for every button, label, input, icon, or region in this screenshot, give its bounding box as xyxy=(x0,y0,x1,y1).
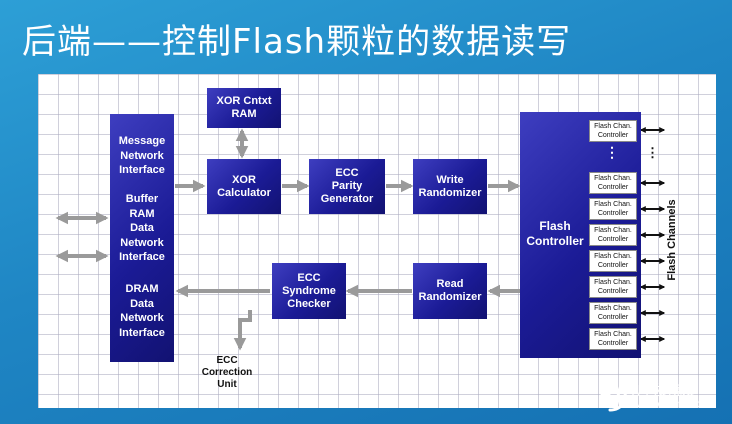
flash-channel-controller: Flash Chan. Controller xyxy=(589,328,637,350)
slide-title: 后端——控制Flash颗粒的数据读写 xyxy=(22,22,572,62)
flash-channel-controller: Flash Chan. Controller xyxy=(589,302,637,324)
flash-channel-controller: Flash Chan. Controller xyxy=(589,198,637,220)
flash-channels-label: Flash Channels xyxy=(666,199,678,281)
flash-channels-side-ellipsis: ⋮ xyxy=(646,145,659,160)
flash-channel-controller: Flash Chan. Controller xyxy=(589,276,637,298)
xor-context-ram-block: XOR Cntxt RAM xyxy=(207,88,281,128)
flash-controller-label: Flash Controller xyxy=(526,219,584,248)
watermark-url: www.elecfans.com xyxy=(626,399,709,410)
flash-channel-controller: Flash Chan. Controller xyxy=(589,224,637,246)
ecc-correction-unit-label: ECC Correction Unit xyxy=(201,355,253,390)
flash-channel-controller: Flash Chan. Controller xyxy=(589,120,637,142)
flash-channel-ellipsis: ⋮ xyxy=(605,144,619,160)
buffer-ram-interface-label: Buffer RAM Data Network Interface xyxy=(119,193,165,263)
ecc-parity-generator-block: ECC Parity Generator xyxy=(309,159,385,214)
arrow-ecc-to-correction xyxy=(233,310,252,351)
write-randomizer-block: Write Randomizer xyxy=(413,159,487,214)
ecc-syndrome-checker-block: ECC Syndrome Checker xyxy=(272,263,346,319)
xor-calculator-block: XOR Calculator xyxy=(207,159,281,214)
message-network-interface-label: Message Network Interface xyxy=(118,135,166,176)
flash-channel-controller: Flash Chan. Controller xyxy=(589,250,637,272)
dram-interface-label: DRAM Data Network Interface xyxy=(119,283,165,339)
network-interface-block: Message Network Interface Buffer RAM Dat… xyxy=(110,114,174,362)
read-randomizer-block: Read Randomizer xyxy=(413,263,487,319)
watermark-text: 电子发烧友 xyxy=(626,383,696,399)
flash-channel-controller: Flash Chan. Controller xyxy=(589,172,637,194)
elecfans-logo-icon xyxy=(600,376,627,412)
